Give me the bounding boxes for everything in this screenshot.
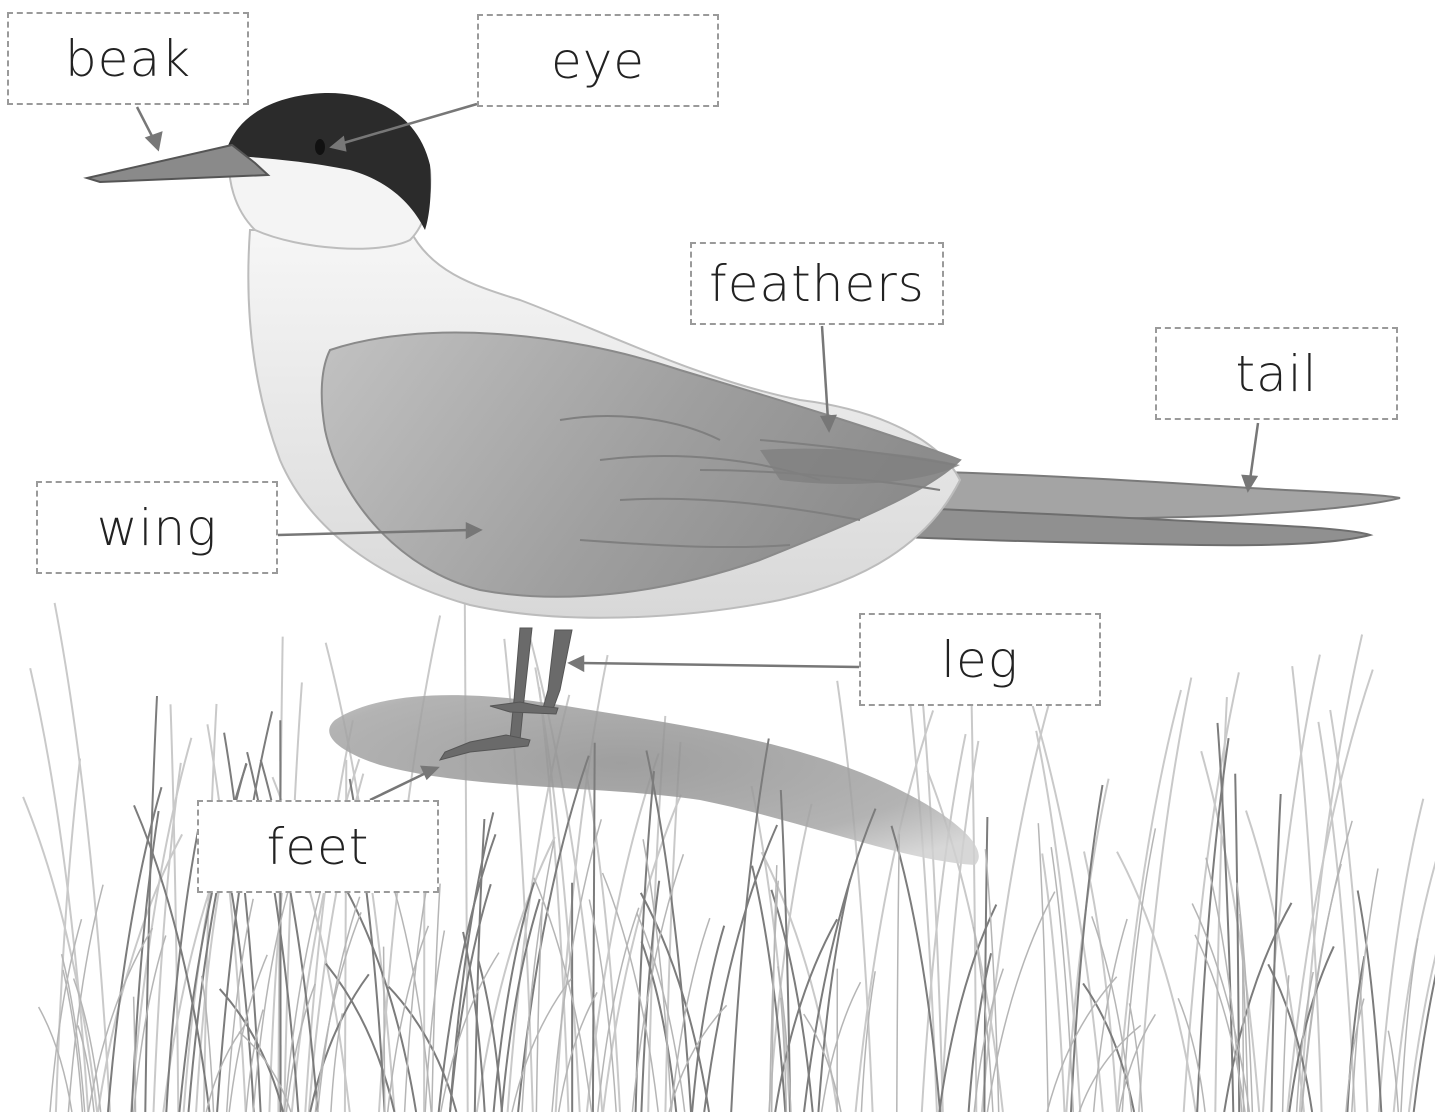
grass-blade <box>23 797 97 1112</box>
grass-blade <box>1414 803 1435 1112</box>
leg-arrow-head <box>570 657 583 670</box>
grass-blade <box>837 681 872 1112</box>
label-leg-text: leg <box>941 631 1019 689</box>
grass-blade <box>1302 864 1342 1112</box>
label-feet: feet <box>197 800 439 893</box>
grass-blade <box>310 974 369 1112</box>
leg-arrow <box>580 663 859 667</box>
label-tail-text: tail <box>1235 345 1317 403</box>
label-feathers: feathers <box>690 242 944 325</box>
beak-arrow-head <box>147 133 161 149</box>
label-eye: eye <box>477 14 719 107</box>
bird-eye <box>315 139 325 155</box>
tail-arrow <box>1250 423 1258 480</box>
grass-blade <box>388 926 429 1112</box>
grass-blade <box>1224 903 1291 1112</box>
grass-blade <box>818 879 850 1112</box>
label-beak-text: beak <box>65 30 191 88</box>
label-leg: leg <box>859 613 1101 706</box>
grass-blade <box>477 837 555 1112</box>
grass-blade <box>536 902 542 1112</box>
grass-blade <box>522 841 554 1112</box>
grass-blade <box>1094 919 1128 1112</box>
grass-blade <box>920 664 943 1112</box>
grass-blade <box>518 756 589 1112</box>
grass-blade <box>1318 722 1354 1112</box>
grass-blade <box>1379 799 1424 1112</box>
feet-arrow <box>370 772 428 800</box>
grass-blade <box>465 600 468 1112</box>
label-feathers-text: feathers <box>709 255 925 313</box>
label-wing-text: wing <box>97 499 217 557</box>
label-feet-text: feet <box>267 818 370 876</box>
label-wing: wing <box>36 481 278 574</box>
label-beak: beak <box>7 12 249 105</box>
grass-blade <box>585 765 620 1112</box>
grass-blade <box>340 878 416 1112</box>
label-tail: tail <box>1155 327 1398 420</box>
grass-blade <box>822 982 861 1112</box>
grass-blade <box>1028 691 1103 1112</box>
grass-blade <box>432 884 440 1112</box>
label-eye-text: eye <box>551 32 645 90</box>
grass-blade <box>897 834 900 1112</box>
grass-blade <box>856 710 934 1112</box>
